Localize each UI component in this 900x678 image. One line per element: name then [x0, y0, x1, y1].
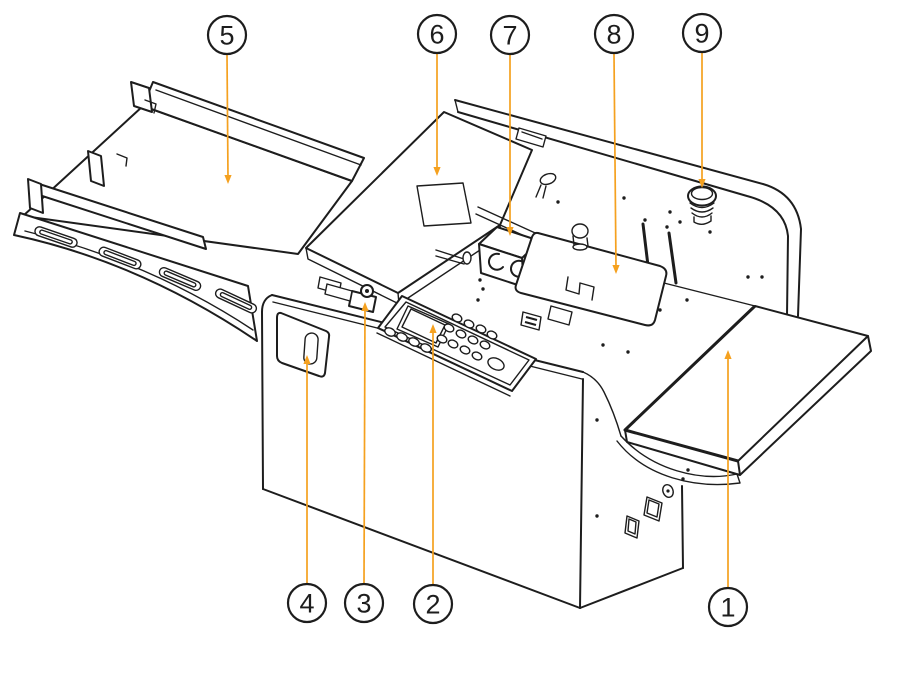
- front-left-corner: [261, 294, 273, 313]
- screw-dots: [476, 196, 764, 518]
- callout-number-9: 9: [694, 19, 709, 49]
- callout-3: 3: [343, 302, 385, 624]
- output-tray: [616, 304, 872, 486]
- front-left-tab: [27, 178, 44, 214]
- top-cover: [305, 111, 533, 305]
- leader-arrowhead-5: [224, 175, 232, 184]
- leader-arrowhead-6: [433, 167, 441, 176]
- callout-circle-3: [343, 582, 385, 624]
- right-face-edge: [681, 485, 684, 569]
- callout-number-5: 5: [219, 21, 234, 51]
- sensor-block: [520, 311, 542, 331]
- thumb-knob-neck: [572, 235, 589, 247]
- callout-circle-7: [489, 14, 531, 56]
- callout-circle-9: [681, 12, 723, 54]
- latch-part: [539, 172, 557, 186]
- roller-hook-1: [488, 252, 504, 271]
- control-panel: [376, 295, 537, 397]
- callout-circle-4: [286, 582, 328, 624]
- cover-window: [416, 182, 472, 227]
- leader-line-3: [363, 307, 366, 584]
- leader-line-8: [613, 53, 617, 269]
- thumb-knob-head: [571, 223, 589, 239]
- thumb-knob-base: [572, 243, 588, 251]
- start-key: [487, 357, 505, 371]
- leader-arrowhead-4: [303, 355, 311, 364]
- center-mechanism: [317, 185, 717, 331]
- lcd-screen-inner: [401, 308, 446, 344]
- callout-circle-5: [206, 14, 248, 56]
- deflector-plate: [514, 231, 668, 327]
- rail-slots: [34, 226, 258, 314]
- body-rim-left-end: [454, 99, 459, 113]
- callout-2: 2: [412, 324, 454, 625]
- back-wall-thickness: [155, 89, 362, 166]
- callout-number-6: 6: [429, 20, 444, 50]
- tray-bracket: [616, 435, 741, 486]
- callout-circle-1: [707, 586, 749, 628]
- sensor-block-lines: [524, 315, 538, 327]
- panel-underside: [376, 332, 511, 397]
- callout-number-3: 3: [356, 589, 371, 619]
- callout-circle-8: [593, 13, 635, 55]
- feed-tray: [13, 81, 365, 342]
- rod-end-cap: [462, 251, 472, 265]
- deflector-notch: [565, 276, 595, 301]
- guide-rods: [435, 249, 465, 265]
- connector-panel: [624, 468, 690, 539]
- callout-5: 5: [206, 14, 248, 184]
- back-corner-tab: [130, 81, 153, 113]
- function-keys: [384, 327, 432, 353]
- callout-circle-2: [412, 583, 454, 625]
- leader-arrowhead-2: [429, 324, 437, 333]
- lcd-screen: [396, 305, 450, 348]
- callout-number-7: 7: [502, 21, 517, 51]
- side-guide-tab: [87, 150, 105, 187]
- callout-circle-6: [416, 13, 458, 55]
- leader-arrowhead-9: [698, 179, 706, 188]
- guide-notch: [116, 153, 128, 167]
- callout-1: 1: [707, 350, 749, 628]
- body-top-rim-outer: [454, 99, 802, 317]
- callout-4: 4: [286, 355, 328, 624]
- callouts: 1 2 3 4 5 6 7 8 9: [206, 12, 749, 628]
- callout-9: 9: [681, 12, 723, 188]
- deck-output-edge: [659, 281, 756, 307]
- deflector-foot: [547, 305, 573, 326]
- wall-notch: [144, 99, 157, 114]
- output-tray-thickness: [624, 335, 872, 476]
- front-face-bottom-edge: [262, 488, 581, 609]
- callout-8: 8: [593, 13, 635, 274]
- leader-line-5: [226, 54, 229, 179]
- callout-number-2: 2: [425, 590, 440, 620]
- body-bottom-right-edge: [579, 567, 684, 609]
- callout-number-1: 1: [720, 593, 735, 623]
- panel-bezel: [384, 301, 530, 386]
- numeric-keypad: [436, 313, 505, 371]
- callout-7: 7: [489, 14, 531, 236]
- front-face-left-edge: [261, 311, 264, 490]
- front-right-corner-band: [582, 371, 622, 437]
- leader-arrowhead-3: [361, 302, 369, 311]
- latch-lines: [535, 184, 547, 199]
- leader-arrowhead-1: [724, 350, 732, 359]
- leader-arrowhead-7: [506, 227, 514, 236]
- front-face-right-edge: [579, 378, 584, 609]
- body-top-rim-inner: [457, 111, 789, 317]
- hinge-bracket-line: [521, 131, 543, 140]
- paper-clip-upper: [324, 283, 353, 302]
- callout-6: 6: [416, 13, 458, 176]
- callout-number-4: 4: [299, 589, 314, 619]
- deck-slot-right: [667, 231, 678, 285]
- leader-arrowhead-8: [612, 265, 620, 274]
- callout-number-8: 8: [606, 20, 621, 50]
